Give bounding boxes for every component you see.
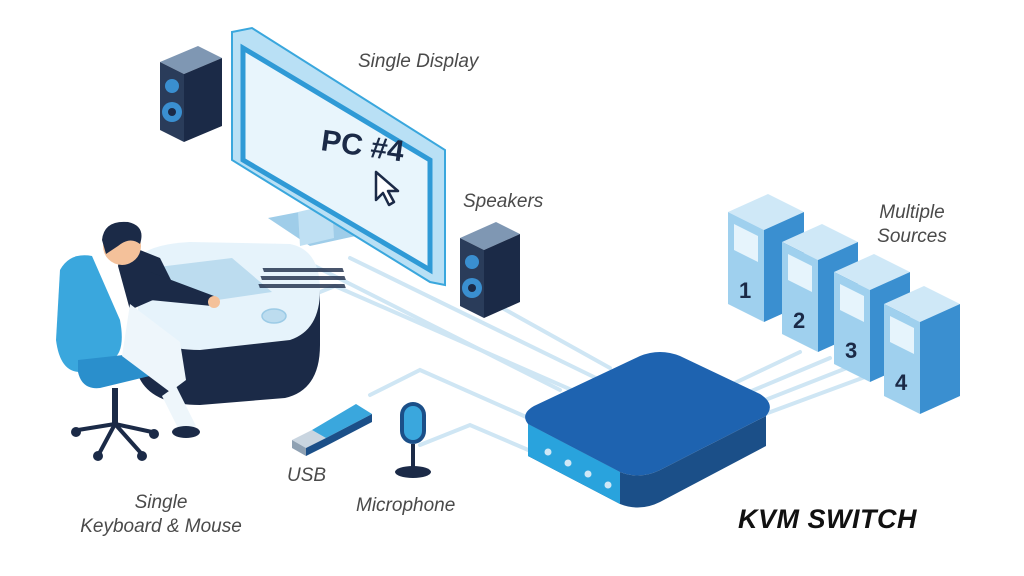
- label-multiple-sources: Multiple Sources: [862, 201, 962, 249]
- source-towers: 1 2 3 4: [728, 194, 960, 414]
- source-tower-4: 4: [884, 286, 960, 414]
- label-multiple-sources-line2: Sources: [877, 226, 947, 247]
- label-keyboard-mouse: Single Keyboard & Mouse: [66, 491, 256, 539]
- label-speakers: Speakers: [463, 191, 544, 212]
- kvm-led-indicators: [544, 448, 612, 489]
- label-multiple-sources-line1: Multiple: [879, 202, 945, 223]
- label-kvm-switch: KVM SWITCH: [738, 504, 917, 534]
- label-keyboard-mouse-line1: Single: [134, 492, 188, 513]
- usb-icon: [292, 404, 372, 456]
- source-tower-3-number: 3: [845, 338, 857, 363]
- kvm-switch-device: [525, 352, 770, 508]
- source-tower-2-number: 2: [793, 308, 805, 333]
- source-tower-4-number: 4: [895, 370, 908, 395]
- label-single-display: Single Display: [358, 51, 479, 72]
- label-microphone: Microphone: [356, 495, 456, 516]
- microphone-icon: [395, 402, 431, 478]
- label-usb: USB: [287, 465, 327, 486]
- cursor-icon: [374, 170, 400, 207]
- speaker-right: [460, 222, 520, 318]
- label-keyboard-mouse-line2: Keyboard & Mouse: [80, 516, 242, 537]
- person: [102, 221, 220, 438]
- source-tower-1-number: 1: [739, 278, 751, 303]
- monitor: PC #4: [231, 26, 446, 287]
- speaker-left: [160, 46, 222, 142]
